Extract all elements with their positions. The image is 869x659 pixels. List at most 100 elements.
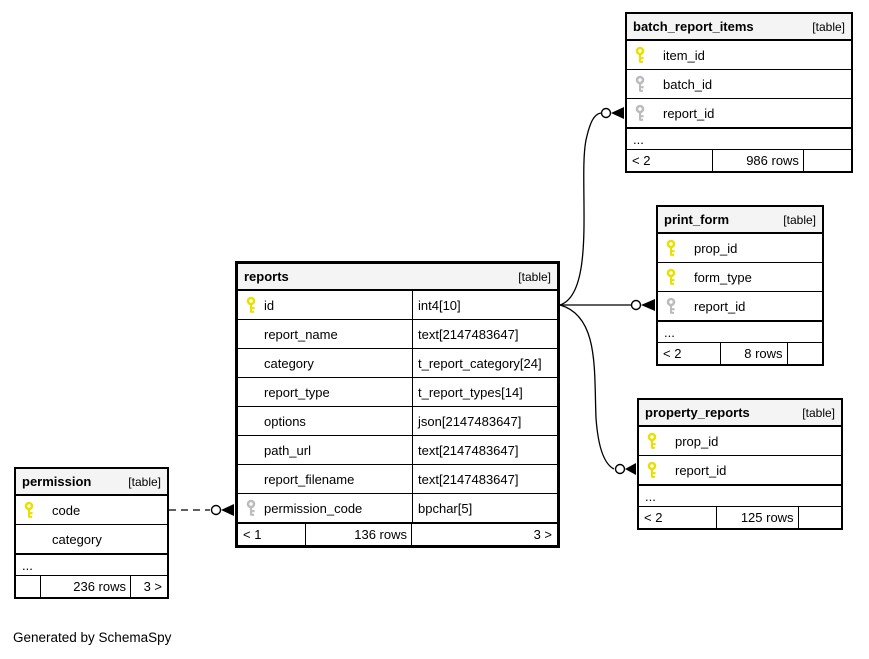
foreign-key-icon: [635, 75, 645, 92]
column-type: int4[10]: [412, 291, 557, 319]
table-footer: < 2 8 rows: [658, 342, 822, 364]
table-header: property_reports [table]: [639, 400, 841, 427]
table-footer: < 1 136 rows 3 >: [238, 522, 557, 545]
column-row: report_id: [658, 291, 822, 320]
column-row: prop_id: [658, 234, 822, 262]
column-row: id int4[10]: [238, 291, 557, 319]
column-name: report_id: [675, 462, 727, 478]
footer-row-count: 125 rows: [715, 507, 799, 528]
table-permission[interactable]: permission [table] code category...236 rows…: [14, 467, 169, 599]
table-footer: 236 rows 3 >: [16, 575, 167, 597]
column-type: bpchar[5]: [412, 494, 557, 522]
column-type: text[2147483647]: [412, 465, 557, 493]
table-print_form[interactable]: print_form [table] prop_id form_type report_…: [656, 205, 824, 366]
footer-next-degree: 3 >: [533, 527, 552, 542]
column-type: text[2147483647]: [412, 320, 557, 348]
foreign-key-icon: [246, 499, 256, 516]
primary-key-icon: [647, 461, 657, 478]
column-name: id: [264, 297, 275, 313]
column-name: prop_id: [675, 433, 719, 449]
table-property_reports[interactable]: property_reports [table] prop_id report_id.…: [637, 398, 843, 530]
ellipsis-row: ...: [16, 553, 167, 575]
table-type-tag: [table]: [128, 474, 161, 489]
table-footer: < 2 125 rows: [639, 506, 841, 528]
footer-row-count: 236 rows: [40, 576, 131, 597]
footer-row-count: 136 rows: [305, 524, 412, 545]
zero-or-more-circle: [600, 107, 612, 119]
edge-reports-to-batch_report_items: [559, 107, 624, 306]
column-row: category: [16, 524, 167, 553]
column-type: t_report_category[24]: [412, 349, 557, 377]
table-type-tag: [table]: [812, 19, 845, 34]
column-name: options: [264, 413, 306, 429]
generator-credit: Generated by SchemaSpy: [13, 630, 172, 645]
table-footer: < 2 986 rows: [627, 149, 851, 171]
column-name: category: [264, 355, 314, 371]
table-header: print_form [table]: [658, 207, 822, 234]
column-name: form_type: [694, 269, 752, 285]
primary-key-icon: [666, 268, 676, 285]
footer-next-degree: [799, 507, 841, 528]
edge-reports-to-property_reports: [559, 304, 636, 475]
table-header: reports [table]: [238, 264, 557, 291]
arrowhead-icon: [611, 107, 624, 119]
footer-next-degree: [804, 150, 851, 171]
column-row: batch_id: [627, 69, 851, 98]
column-row: report_name text[2147483647]: [238, 319, 557, 348]
foreign-key-icon: [666, 297, 676, 314]
footer-prev-degree: < 1: [243, 527, 262, 542]
column-row: item_id: [627, 41, 851, 69]
primary-key-icon: [635, 46, 645, 63]
footer-row-count: 986 rows: [712, 150, 804, 171]
column-row: report_id: [627, 98, 851, 127]
table-name[interactable]: print_form: [664, 212, 729, 227]
column-name: code: [52, 502, 81, 518]
arrowhead-icon: [221, 504, 234, 516]
zero-or-more-circle: [210, 504, 222, 516]
column-row: code: [16, 496, 167, 524]
column-row: permission_code bpchar[5]: [238, 493, 557, 522]
zero-or-more-circle: [630, 299, 642, 311]
footer-prev-degree: [16, 576, 40, 597]
column-name: prop_id: [694, 240, 738, 256]
table-name[interactable]: reports: [244, 269, 289, 284]
primary-key-icon: [647, 432, 657, 449]
footer-row-count: 8 rows: [720, 343, 788, 364]
footer-next-degree: 3 >: [143, 579, 162, 594]
footer-prev-degree: < 2: [644, 510, 663, 525]
footer-prev-degree: < 2: [632, 153, 651, 168]
footer-next-degree: [788, 343, 822, 364]
foreign-key-icon: [635, 104, 645, 121]
primary-key-icon: [666, 239, 676, 256]
column-row: report_id: [639, 455, 841, 484]
column-name: report_type: [264, 384, 330, 400]
ellipsis-row: ...: [639, 484, 841, 506]
table-type-tag: [table]: [783, 212, 816, 227]
table-name[interactable]: property_reports: [645, 405, 750, 420]
table-reports[interactable]: reports [table] id int4[10] report_name text[…: [235, 261, 560, 548]
column-name: item_id: [663, 47, 705, 63]
table-header: permission [table]: [16, 469, 167, 496]
table-name[interactable]: permission: [22, 474, 92, 489]
edge-reports-to-print_form: [560, 299, 655, 311]
edge-line: [559, 112, 602, 306]
ellipsis-row: ...: [627, 127, 851, 149]
table-type-tag: [table]: [802, 405, 835, 420]
column-name: batch_id: [663, 76, 713, 92]
column-name: permission_code: [264, 500, 363, 516]
table-name[interactable]: batch_report_items: [633, 19, 754, 34]
edge-permission-to-reports: [169, 504, 234, 516]
column-name: report_id: [663, 105, 715, 121]
ellipsis-row: ...: [658, 320, 822, 342]
column-name: report_name: [264, 326, 338, 342]
zero-or-more-circle: [614, 463, 626, 475]
footer-prev-degree: < 2: [663, 346, 682, 361]
column-row: prop_id: [639, 427, 841, 455]
table-batch_report_items[interactable]: batch_report_items [table] item_id batch_id…: [625, 12, 853, 173]
table-type-tag: [table]: [518, 269, 551, 284]
column-row: category t_report_category[24]: [238, 348, 557, 377]
column-row: form_type: [658, 262, 822, 291]
